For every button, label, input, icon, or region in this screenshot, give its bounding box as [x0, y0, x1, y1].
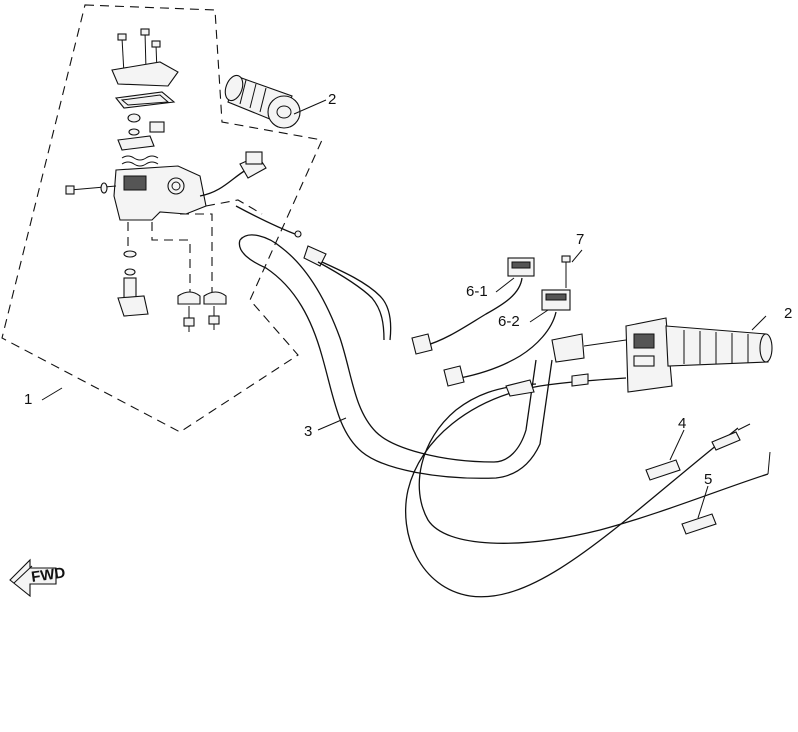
label-part-1: 1	[24, 391, 32, 408]
label-part-2-right: 2	[784, 305, 792, 322]
right-switch-housing	[551, 317, 673, 393]
throttle-cable-5	[418, 379, 771, 544]
label-part-4: 4	[678, 415, 686, 432]
fwd-arrow: FWD	[9, 558, 67, 598]
throttle-cable-upper	[235, 205, 392, 341]
screw-7	[561, 255, 571, 288]
connector-6-1	[411, 257, 535, 355]
label-part-7: 7	[576, 231, 584, 248]
handlebar	[238, 234, 553, 479]
label-part-6-2: 6-2	[498, 313, 520, 330]
left-switch-assembly	[65, 28, 267, 332]
left-grip	[224, 74, 301, 129]
label-part-3: 3	[304, 423, 312, 440]
label-part-5: 5	[704, 471, 712, 488]
leader-lines	[41, 99, 767, 519]
connector-6-2	[443, 289, 571, 387]
assembly-1-boundary	[1, 4, 323, 433]
right-grip	[665, 325, 773, 367]
throttle-cable-4	[404, 373, 751, 598]
fwd-label: FWD	[30, 564, 66, 586]
label-part-6-1: 6-1	[466, 283, 488, 300]
label-part-2-left: 2	[328, 91, 336, 108]
